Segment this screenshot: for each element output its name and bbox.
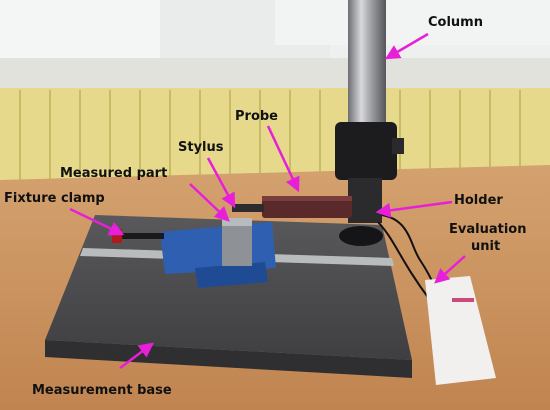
evaluation-unit-display [452,298,474,302]
collar-knob [392,138,404,154]
label-probe: Probe [235,109,278,124]
holder-block [348,178,382,223]
vise-handle-end [112,229,122,243]
column-shaft [348,0,386,130]
measured-part-top [222,218,252,226]
label-stylus: Stylus [178,140,224,155]
label-column: Column [428,15,483,30]
probe-highlight [262,196,352,201]
vise-screw [118,233,164,239]
granite-base-edge [45,340,412,378]
arrow-probe [266,125,300,193]
arrow-measurement-base [119,342,154,369]
label-measured-part: Measured part [60,166,168,181]
column-collar [335,122,397,180]
column-foot [339,226,383,246]
arrow-fixture-clamp [69,207,125,236]
stylus-arm [232,204,264,212]
vise-jaw-base [195,262,268,288]
arrow-stylus [206,157,236,209]
arrow-holder [375,200,453,218]
window-pane-right [275,0,550,45]
arrow-column [384,32,429,60]
arrow-evaluation-unit [434,255,466,284]
label-holder: Holder [454,193,503,208]
wall-slats [19,90,521,185]
evaluation-unit [425,276,496,385]
probe-body [262,196,352,218]
window-sill [0,58,550,90]
label-evaluation-unit-line1: Evaluation [449,222,527,237]
window-pane [0,0,160,68]
evaluation-cable [377,221,431,301]
label-fixture-clamp: Fixture clamp [4,191,105,206]
label-evaluation-unit-line2: unit [471,239,501,254]
arrow-measured-part [189,183,230,222]
label-measurement-base: Measurement base [32,383,172,398]
